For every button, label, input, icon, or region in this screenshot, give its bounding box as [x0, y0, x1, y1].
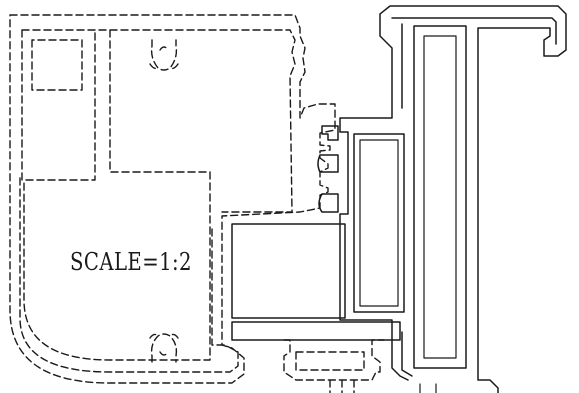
lower-frame-chamber [231, 223, 346, 319]
bottom-edge-marks [419, 383, 437, 393]
right-sash-main-chamber-inner [423, 35, 457, 359]
interlock-clip-top [321, 125, 339, 141]
right-sash-inner-outline [391, 17, 557, 377]
left-frame-outer-outline [9, 14, 336, 384]
bottom-gasket-outline [283, 339, 385, 393]
top-clip-detail [149, 39, 179, 71]
interlock-clip-bottom [318, 193, 339, 213]
interlock-clip-middle [317, 154, 339, 173]
right-sash-center-chamber [353, 133, 405, 313]
bottom-clip-detail [149, 333, 179, 363]
scale-label: SCALE=1:2 [70, 249, 192, 276]
right-sash-main-chamber [413, 25, 467, 369]
right-sash-outer-outline [339, 5, 567, 393]
left-frame-inner-outline [21, 29, 296, 361]
left-frame-lower-contour [19, 177, 239, 373]
lower-frame-bottom-bar [231, 321, 401, 341]
right-sash-center-chamber-inner [359, 139, 399, 307]
